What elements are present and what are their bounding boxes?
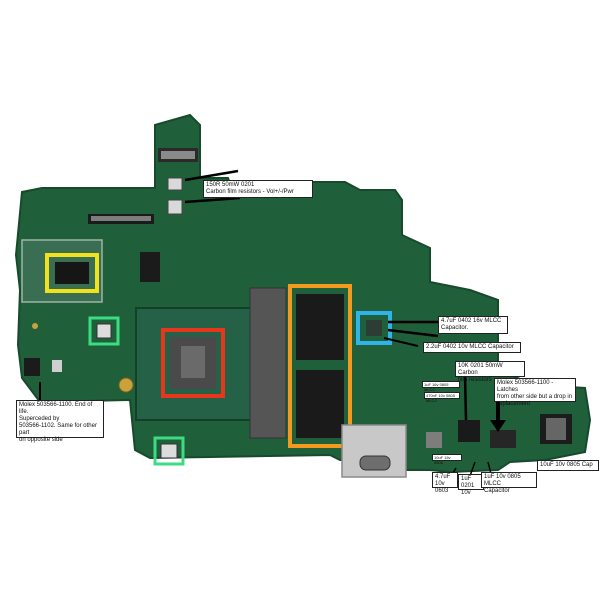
power-ic xyxy=(458,420,480,442)
mid-connector xyxy=(140,252,160,282)
label-carbon-film-resistors: 150R 50mW 0201 Carbon film resistors - V… xyxy=(203,180,313,198)
memory-bay xyxy=(249,287,287,439)
label-1uf-mlcc-small: 1uF 16v 0805 MLCC xyxy=(422,381,460,392)
pointer-line xyxy=(387,328,439,338)
pointer-arrowhead xyxy=(490,420,506,432)
connector-bottom xyxy=(160,443,178,459)
usb-c-port xyxy=(359,455,391,471)
label-4-7uf-bottom: 4.7uF 10v 0603 xyxy=(432,472,458,494)
pointer-line xyxy=(469,461,476,477)
ram-chip-1 xyxy=(296,294,344,360)
button-pad-2 xyxy=(167,199,183,215)
inductor xyxy=(426,432,442,448)
blue-highlight-box xyxy=(356,311,392,345)
red-highlight-box xyxy=(161,328,225,398)
long-connector-pins xyxy=(91,216,151,221)
pointer-line xyxy=(184,169,239,182)
orange-highlight-box xyxy=(288,284,352,448)
wifi-chip xyxy=(55,262,89,284)
green-highlight-left xyxy=(88,316,120,346)
right-flex-pins xyxy=(546,418,566,440)
pointer-line xyxy=(383,337,419,347)
yellow-highlight-box xyxy=(45,253,99,293)
molex-connector-right xyxy=(490,430,516,448)
label-1uf-0805-mlcc: 1uF 10v 0805 MLCC Capacitor xyxy=(481,472,537,494)
button-pad-1 xyxy=(167,177,183,191)
pointer-line xyxy=(184,196,241,204)
label-small-a: 470nF 10v 0805 MLCC xyxy=(424,392,460,403)
connector-small-left xyxy=(24,358,40,376)
connector-left xyxy=(96,323,112,339)
top-flex-pins xyxy=(161,151,195,159)
mount-hole-2 xyxy=(32,323,38,329)
label-10k-resistors: 10K 0201 50mW Carbon film resistors xyxy=(455,361,525,383)
label-mlcc-4-7uf: 4.7uF 0402 16v MLCC Capacitor. xyxy=(438,316,508,334)
mount-hole-1 xyxy=(118,377,134,393)
label-mlcc-2-2uf: 2.2uF 0402 10v MLCC Capacitor xyxy=(423,342,521,353)
ram-chip-2 xyxy=(296,370,344,438)
label-molex-left: Molex 503566-1100. End of life. Superced… xyxy=(16,400,104,443)
green-highlight-bottom xyxy=(153,436,185,466)
soc-die-center xyxy=(181,346,205,378)
connector-small-left-2 xyxy=(52,360,62,372)
label-1uf-0201-bottom: 1uF 0201 10v xyxy=(458,474,484,496)
capacitor-pair xyxy=(366,320,382,336)
pointer-line xyxy=(463,374,468,421)
label-10uf-cap: 10uF 10v 0805 Cap xyxy=(537,460,599,471)
label-small-b: 10uF 16v 0805 xyxy=(432,454,462,465)
label-molex-right: Molex 503566-1100 - Latches from other s… xyxy=(494,378,576,407)
